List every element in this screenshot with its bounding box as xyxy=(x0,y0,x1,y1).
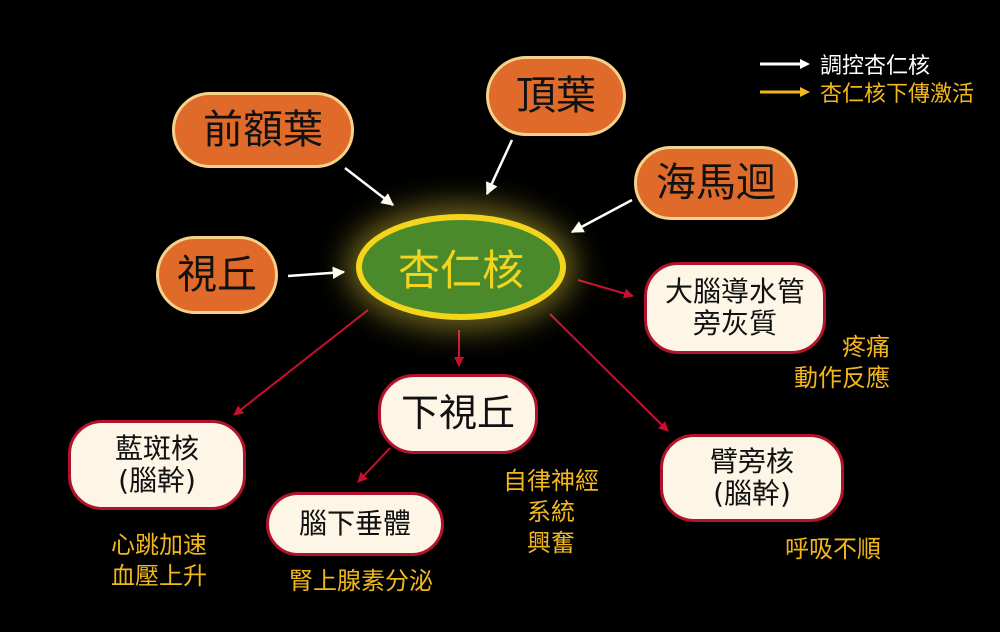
effect-autonomic-3: 興奮 xyxy=(527,529,575,558)
node-pituitary-label: 腦下垂體 xyxy=(298,506,411,540)
arrow-prefrontal-to-amygdala xyxy=(344,167,394,206)
legend-item-regulate: 調控杏仁核 xyxy=(760,50,974,79)
effect-autonomic-2: 系統 xyxy=(527,498,575,527)
node-locus-coeruleus-line2: (腦幹) xyxy=(118,464,196,497)
arrow-thalamus-to-amygdala xyxy=(287,266,346,280)
effect-hypothalamus: 自律神經 系統 興奮 xyxy=(488,466,614,560)
node-parabrachial-line1: 臂旁核 xyxy=(709,444,794,478)
node-amygdala-label: 杏仁核 xyxy=(397,245,524,295)
legend-yellow-arrow-icon xyxy=(760,87,810,97)
effect-motor-response: 動作反應 xyxy=(794,364,890,393)
arrow-amygdala-to-locus-coeruleus xyxy=(233,309,369,416)
node-locus-coeruleus-line1: 藍斑核 xyxy=(114,431,199,465)
legend-label-activate: 杏仁核下傳激活 xyxy=(820,82,975,107)
node-thalamus-label: 視丘 xyxy=(177,252,257,298)
effect-autonomic-1: 自律神經 xyxy=(503,467,599,495)
arrow-hippocampus-to-amygdala xyxy=(570,198,633,234)
effect-parabrachial: 呼吸不順 xyxy=(770,534,896,565)
node-thalamus: 視丘 xyxy=(156,236,278,314)
effect-locus-coeruleus: 心跳加速 血壓上升 xyxy=(94,530,224,592)
arrow-amygdala-to-pag xyxy=(577,279,634,299)
effect-heart-rate: 心跳加速 xyxy=(111,531,207,559)
node-amygdala: 杏仁核 xyxy=(356,214,566,320)
node-hippocampus: 海馬迴 xyxy=(634,146,798,220)
arrow-parietal-to-amygdala xyxy=(485,139,514,196)
node-parabrachial: 臂旁核 (腦幹) xyxy=(660,434,844,522)
node-prefrontal-cortex: 前額葉 xyxy=(172,92,354,168)
effect-pag: 疼痛 動作反應 xyxy=(760,332,890,394)
node-pag-line1: 大腦導水管 xyxy=(664,274,805,308)
legend: 調控杏仁核 杏仁核下傳激活 xyxy=(760,50,975,107)
legend-white-arrow-icon xyxy=(760,59,810,69)
effect-pituitary: 腎上腺素分泌 xyxy=(266,566,456,597)
legend-item-activate: 杏仁核下傳激活 xyxy=(760,78,975,107)
node-locus-coeruleus: 藍斑核 (腦幹) xyxy=(68,420,246,510)
node-pituitary: 腦下垂體 xyxy=(266,492,444,556)
node-pag-line2: 旁灰質 xyxy=(692,307,777,340)
node-hypothalamus: 下視丘 xyxy=(378,374,538,454)
node-prefrontal-label: 前額葉 xyxy=(203,107,323,153)
node-hippocampus-label: 海馬迴 xyxy=(656,160,776,206)
node-hypothalamus-label: 下視丘 xyxy=(400,391,515,436)
arrow-hypothalamus-to-pituitary xyxy=(357,447,391,483)
node-parabrachial-line2: (腦幹) xyxy=(713,477,791,510)
node-periaqueductal-gray: 大腦導水管 旁灰質 xyxy=(644,262,826,354)
legend-label-regulate: 調控杏仁核 xyxy=(820,54,931,79)
arrow-amygdala-to-parabrachial xyxy=(549,313,669,432)
effect-adrenaline: 腎上腺素分泌 xyxy=(289,567,433,595)
node-parietal-lobe: 頂葉 xyxy=(486,56,626,136)
effect-breathing: 呼吸不順 xyxy=(785,535,881,563)
node-parietal-label: 頂葉 xyxy=(516,73,596,119)
effect-pain: 疼痛 xyxy=(842,333,890,361)
effect-blood-pressure: 血壓上升 xyxy=(111,562,207,591)
